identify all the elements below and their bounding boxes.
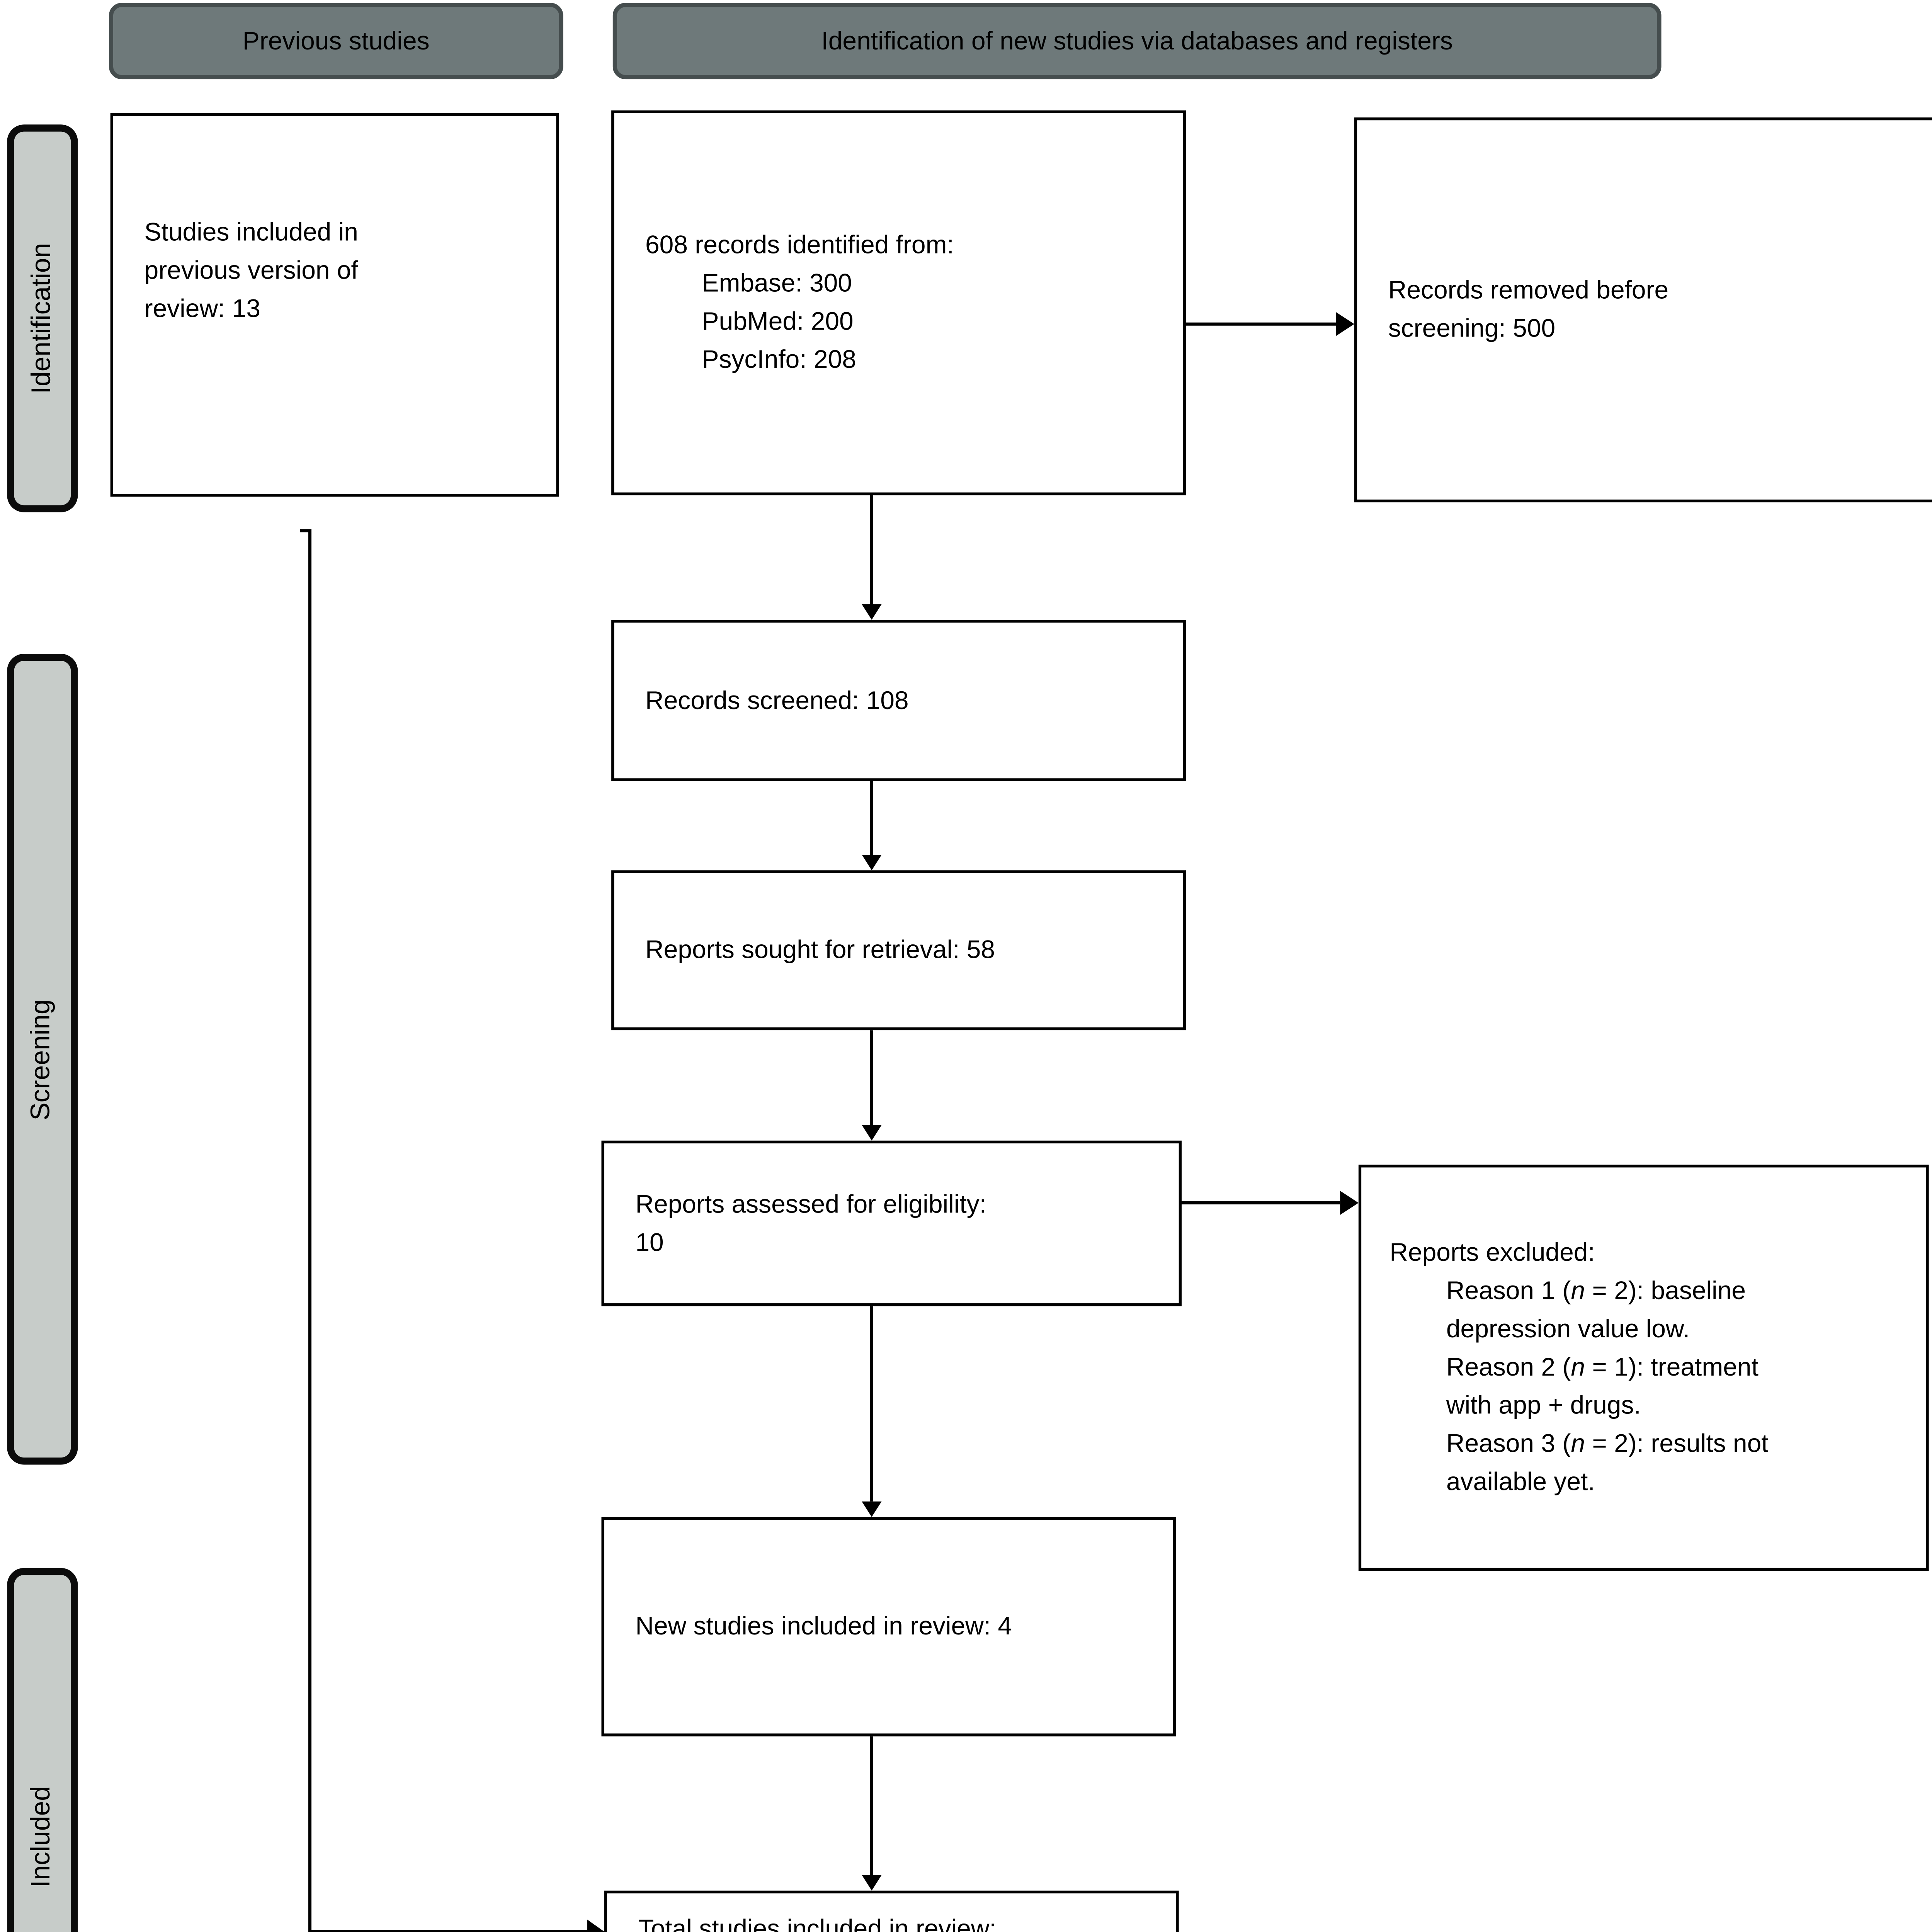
phase-identification: Identification (7, 124, 78, 512)
box-reports-excluded-reason: Reason 1 (n = 2): baseline (1389, 1272, 1909, 1310)
header-new-studies-label: Identification of new studies via databa… (821, 26, 1453, 54)
arrow-identified-to-removed-head (1336, 312, 1354, 336)
box-reports-excluded-reason: with app + drugs. (1389, 1387, 1909, 1425)
header-previous-studies: Previous studies (109, 3, 563, 80)
box-reports-excluded-reason: available yet. (1389, 1463, 1909, 1502)
box-records-identified-source: Embase: 300 (702, 269, 852, 298)
reason-text: Reason 1 ( (1446, 1276, 1571, 1305)
reason-text: = 2): baseline (1585, 1276, 1746, 1305)
arrow-screened-to-sought-head (862, 855, 882, 871)
box-reports-assessed-line: Reports assessed for eligibility: (635, 1189, 987, 1218)
box-reports-sought-text: Reports sought for retrieval: 58 (645, 935, 995, 964)
box-reports-excluded-title: Reports excluded: (1389, 1238, 1595, 1267)
box-records-identified-source: PsycInfo: 208 (702, 345, 856, 374)
box-reports-sought: Reports sought for retrieval: 58 (611, 870, 1186, 1031)
box-previous-included: Studies included in previous version of … (110, 113, 559, 497)
reason-text: depression value low. (1446, 1315, 1690, 1343)
reason-text: Reason 3 ( (1446, 1429, 1571, 1458)
elbow-previous-to-total-head (587, 1919, 604, 1932)
elbow-previous-to-total-line (300, 529, 587, 1932)
reason-text: with app + drugs. (1446, 1391, 1641, 1420)
phase-screening: Screening (7, 653, 78, 1465)
box-total-included-line: Total studies included in review: (638, 1915, 997, 1932)
box-reports-excluded-reason: depression value low. (1389, 1310, 1909, 1349)
box-new-studies-included: New studies included in review: 4 (601, 1517, 1176, 1736)
arrow-identified-to-screened-head (862, 604, 882, 620)
box-new-studies-included-text: New studies included in review: 4 (635, 1612, 1012, 1640)
box-reports-assessed-line: 10 (635, 1228, 664, 1256)
box-records-removed-line: Records removed before (1388, 276, 1669, 304)
box-total-studies-included: Total studies included in review: 4 Of t… (604, 1890, 1179, 1932)
arrow-new-included-to-total-head (862, 1875, 882, 1891)
box-reports-excluded-reason: Reason 3 (n = 2): results not (1389, 1425, 1909, 1463)
reason-n-variable: n (1571, 1429, 1585, 1458)
reason-n-variable: n (1571, 1353, 1585, 1381)
reason-text: Reason 2 ( (1446, 1353, 1571, 1381)
box-records-identified-intro: 608 records identified from: (645, 230, 954, 259)
box-previous-included-line: Studies included in (144, 218, 358, 247)
box-reports-excluded: Reports excluded: Reason 1 (n = 2): base… (1358, 1165, 1929, 1571)
header-new-studies: Identification of new studies via databa… (612, 3, 1662, 80)
box-previous-included-line: previous version of (144, 256, 358, 285)
box-records-identified: 608 records identified from: Embase: 300… (611, 110, 1186, 495)
reason-text: = 2): results not (1585, 1429, 1769, 1458)
reason-text: available yet. (1446, 1467, 1595, 1496)
box-records-identified-source: PubMed: 200 (702, 307, 854, 335)
box-records-removed-line: screening: 500 (1388, 314, 1556, 343)
arrow-assessed-to-excluded-head (1340, 1190, 1359, 1215)
reason-n-variable: n (1571, 1276, 1585, 1305)
reason-text: = 1): treatment (1585, 1353, 1759, 1381)
box-records-removed: Records removed before screening: 500 (1354, 117, 1932, 503)
header-previous-studies-label: Previous studies (242, 26, 430, 54)
box-records-screened: Records screened: 108 (611, 620, 1186, 781)
box-reports-assessed: Reports assessed for eligibility: 10 (601, 1140, 1182, 1306)
box-previous-included-line: review: 13 (144, 294, 261, 323)
box-reports-excluded-reason: Reason 2 (n = 1): treatment (1389, 1349, 1909, 1387)
box-records-screened-text: Records screened: 108 (645, 685, 909, 714)
arrow-assessed-to-new-included-head (862, 1501, 882, 1517)
phase-included: Included (7, 1568, 78, 1932)
arrow-sought-to-assessed-head (862, 1125, 882, 1141)
